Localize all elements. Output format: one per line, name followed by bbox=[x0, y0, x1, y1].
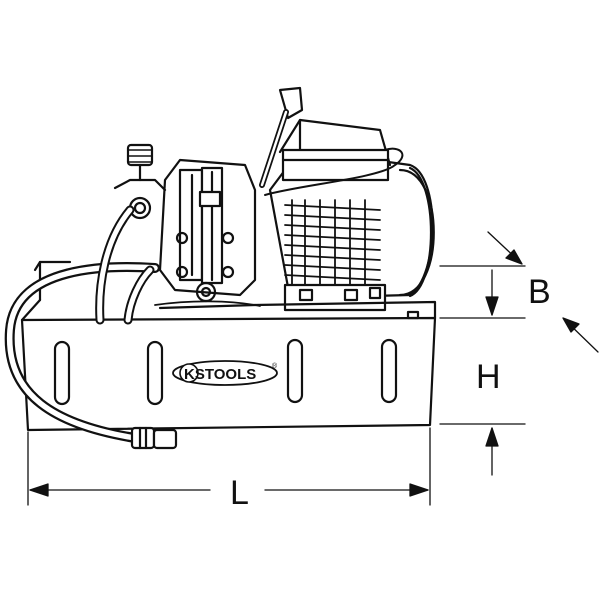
width-label: B bbox=[528, 273, 551, 311]
pressure-hose bbox=[95, 205, 261, 325]
tank-slot bbox=[380, 338, 398, 404]
dimension-lines bbox=[27, 231, 599, 506]
pump-head bbox=[113, 143, 257, 303]
logo-registered-mark: ® bbox=[272, 362, 278, 370]
length-label: L bbox=[230, 474, 249, 512]
height-label: H bbox=[476, 358, 501, 396]
pump-handle bbox=[259, 86, 304, 188]
logo-text: KSTOOLS bbox=[184, 366, 256, 383]
kstools-logo bbox=[172, 360, 278, 386]
motor-fins bbox=[284, 199, 381, 286]
tank-slot bbox=[286, 338, 304, 404]
tank-slot bbox=[53, 340, 71, 406]
electric-motor bbox=[264, 118, 435, 312]
tank-slot bbox=[146, 340, 164, 406]
